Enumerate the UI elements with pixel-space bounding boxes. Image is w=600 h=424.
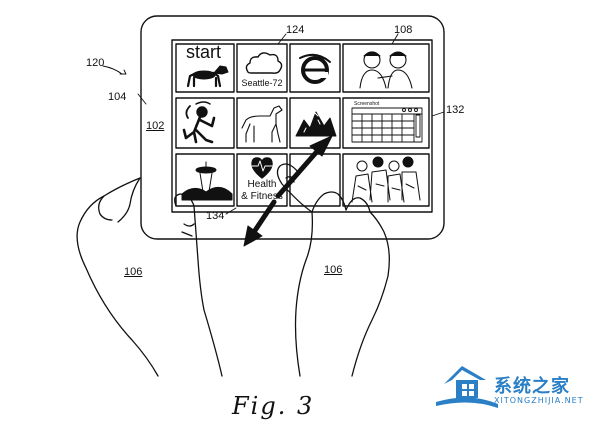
health-label-line1: Health	[247, 179, 277, 190]
dog-standing-icon	[241, 105, 283, 143]
tile-dog[interactable]	[236, 97, 288, 149]
ref-right-hand: 106	[324, 264, 343, 276]
leader-lines	[102, 33, 445, 215]
calendar-icon	[351, 107, 423, 143]
ref-calendar-tile: 132	[446, 104, 465, 116]
tile-start[interactable]	[175, 43, 235, 93]
ref-photo-tile: 108	[394, 24, 413, 36]
tile-photo[interactable]	[342, 43, 430, 93]
browser-e-icon	[299, 53, 331, 84]
mountain-icon	[295, 111, 337, 139]
tablet-bezel	[140, 15, 445, 240]
tile-seattle[interactable]	[175, 153, 235, 207]
watermark-url: XITONGZHIJIA.NET	[494, 396, 584, 405]
right-hand	[276, 163, 390, 377]
tile-group[interactable]	[342, 153, 430, 207]
ref-left-hand: 106	[124, 266, 143, 278]
left-hand	[76, 177, 223, 377]
ref-bezel: 104	[108, 91, 127, 103]
space-needle-icon	[181, 161, 233, 201]
double-arrow-icon	[243, 135, 333, 247]
start-label: start	[186, 42, 222, 62]
monkey-icon	[182, 101, 216, 144]
people-photo-icon	[359, 51, 413, 89]
weather-label: Seattle-72	[241, 78, 283, 88]
tablet-screen	[171, 39, 433, 213]
ref-touch-point: 134	[206, 210, 225, 222]
tile-browser[interactable]	[289, 43, 341, 93]
tile-health[interactable]	[236, 153, 288, 207]
tile-weather[interactable]	[236, 43, 288, 93]
watermark-chinese: 系统之家	[494, 376, 570, 397]
ref-device: 120	[86, 57, 105, 69]
watermark-logo-icon	[436, 366, 498, 408]
calendar-header: Screenshot	[354, 101, 380, 107]
ref-screen: 102	[146, 120, 165, 132]
figure-caption: Fig. 3	[232, 392, 315, 420]
tile-blank[interactable]	[289, 153, 341, 207]
ref-weather-tile: 124	[286, 24, 305, 36]
tile-grid	[175, 43, 430, 207]
tablet-device	[140, 15, 445, 240]
dog-icon	[186, 65, 229, 88]
heart-pulse-icon	[251, 157, 273, 179]
health-label-line2: & Fitness	[241, 191, 283, 202]
cloud-icon	[245, 52, 283, 74]
tile-monkey[interactable]	[175, 97, 235, 149]
tile-calendar[interactable]	[342, 97, 430, 149]
group-photo-icon	[351, 156, 421, 203]
